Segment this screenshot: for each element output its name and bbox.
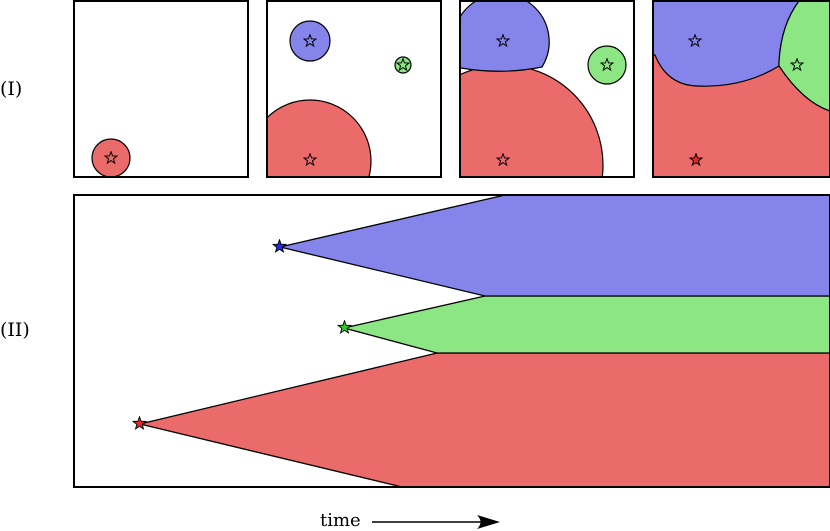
row-label-I: (I) — [0, 78, 23, 100]
green-region — [778, 1, 830, 112]
blue-wedge — [279, 195, 830, 297]
panel-4 — [652, 0, 830, 178]
green-star-icon — [337, 320, 352, 334]
row-label-II: (II) — [0, 319, 30, 341]
red-wedge — [139, 352, 830, 487]
blue-region — [460, 1, 550, 72]
panel-1 — [73, 0, 249, 178]
time-label: time — [320, 510, 361, 531]
blue-star-icon — [272, 239, 287, 253]
panel-3 — [459, 0, 635, 178]
red-star-icon — [132, 416, 147, 430]
green-wedge — [343, 295, 830, 354]
spacetime-panel — [73, 194, 830, 488]
panel-2 — [266, 0, 442, 178]
time-arrow-icon — [372, 515, 500, 529]
red-region — [267, 99, 372, 177]
